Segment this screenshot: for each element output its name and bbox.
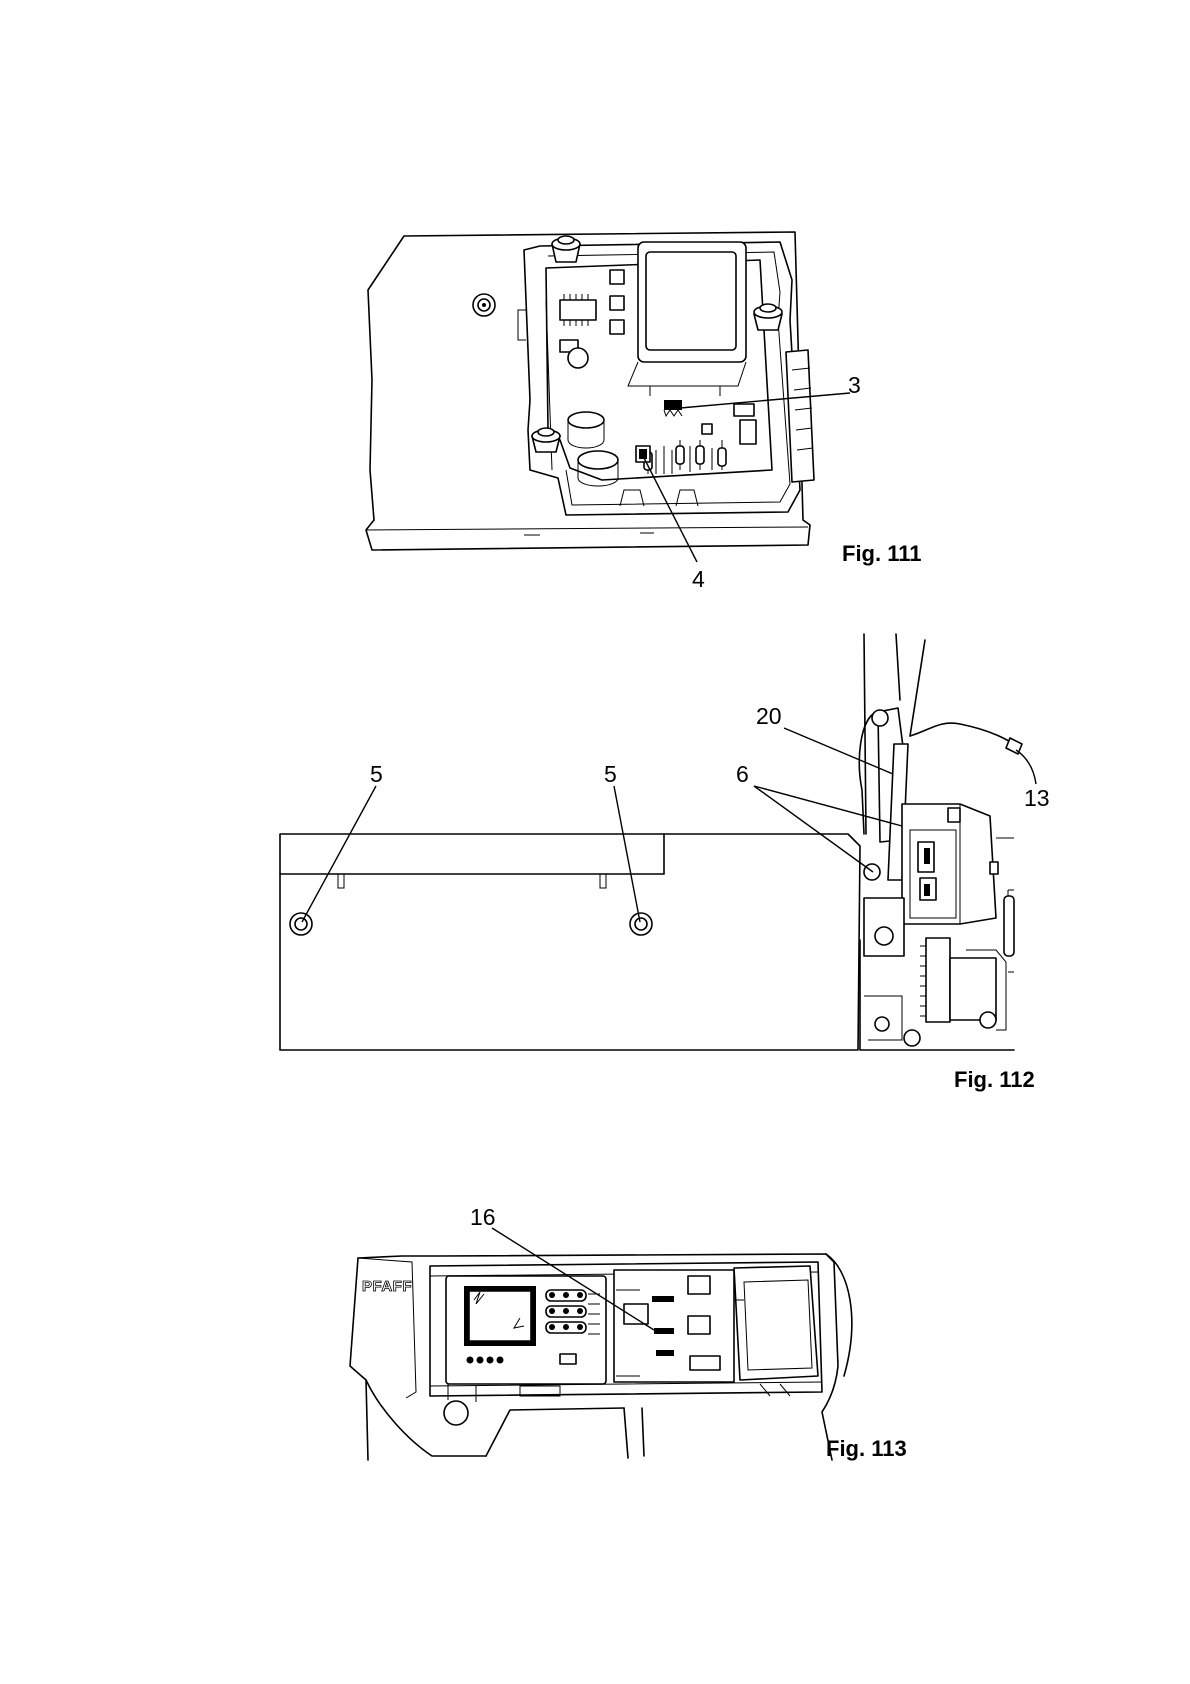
callout-5-right: 5 <box>604 761 617 787</box>
fig-113-drawing: PFAFF <box>350 1254 852 1460</box>
callout-16: 16 <box>470 1204 496 1230</box>
fig-111-screw <box>473 294 495 316</box>
fig-112-gear <box>920 938 1006 1030</box>
fig-112-cable <box>910 723 1018 748</box>
callout-4: 4 <box>692 566 705 592</box>
callout-5-left: 5 <box>370 761 383 787</box>
callout-13: 13 <box>1024 785 1050 811</box>
fig-111-caption: Fig. 111 <box>842 541 922 566</box>
fig-113-pcb <box>614 1270 734 1382</box>
fig-111-drawing <box>366 232 814 550</box>
leader-13 <box>1016 750 1036 784</box>
callout-3: 3 <box>848 372 861 398</box>
fig-112-caption: Fig. 112 <box>954 1067 1035 1092</box>
fig-111-standoff-bottom <box>532 428 560 452</box>
fig-113-display-panel <box>446 1276 606 1384</box>
fig-112-control-box <box>902 804 998 924</box>
fig-111-standoff-top <box>552 236 580 262</box>
fig-113-brand: PFAFF <box>362 1278 412 1295</box>
fig-111-transformer <box>628 242 746 396</box>
leader-20 <box>784 728 893 774</box>
fig-113-right-housing <box>734 1266 818 1380</box>
fig-111-standoff-right <box>754 304 782 330</box>
fig-113-caption: Fig. 113 <box>826 1436 907 1461</box>
fig-112-screw-left <box>290 913 312 935</box>
leader-5b <box>614 786 640 922</box>
leader-6b <box>754 786 873 872</box>
leader-5a <box>302 786 376 922</box>
fig-112-screw-right <box>630 913 652 935</box>
leader-3 <box>680 393 850 408</box>
fig-111-side-connector <box>786 350 814 482</box>
callout-20: 20 <box>756 703 782 729</box>
callout-6: 6 <box>736 761 749 787</box>
fig-112-drawing <box>280 634 1022 1050</box>
